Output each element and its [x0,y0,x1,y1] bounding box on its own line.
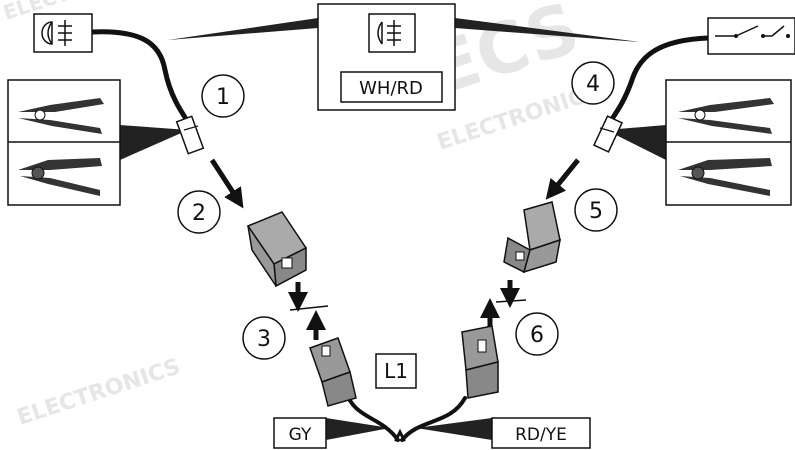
wire-label-gy-box: GY [273,417,327,449]
wire-bottom-right [400,396,467,442]
wire-label-rd-ye: RD/YE [515,425,567,445]
step-number-4: 4 [586,72,600,97]
step-2: 2 [177,190,221,234]
crimping-pliers-icon [18,98,104,134]
watermark-sub-bottom: ELECTRONICS [14,354,183,430]
housing-right-upper [503,201,561,274]
wire-right-top [607,35,711,125]
step-arrows [209,158,580,340]
step-5: 5 [574,188,618,232]
callout-wedges [120,18,666,440]
crimping-pliers-icon [678,98,774,134]
step-1: 1 [201,74,245,118]
wire-label-gy: GY [289,425,312,445]
switch-icon-right [707,17,795,55]
housing-right-lower [461,325,499,399]
step-number-5: 5 [589,199,603,224]
tools-box-right [665,79,792,206]
housing-left-lower [309,337,357,407]
crimping-tool-icon [18,158,102,196]
watermark: ECS ELECTRONICS ELECTRONICS ELECTRONICS [0,0,603,431]
connector-label-box: L1 [375,353,417,389]
wires [89,29,711,442]
mating-lines [289,299,527,311]
terminal-right [592,115,624,153]
connector-label: L1 [384,359,408,383]
wire-left-top [89,29,193,128]
step-number-2: 2 [192,201,206,226]
step-4: 4 [571,61,615,105]
step-number-6: 6 [530,323,544,348]
step-number-1: 1 [216,85,230,110]
fog-lamp-icon-center [368,13,416,53]
crimping-tool-icon [678,158,772,196]
step-6: 6 [515,312,559,356]
center-callout-box: WH/RD [317,3,456,111]
tools-box-left [7,79,121,206]
wire-label-rd-ye-box: RD/YE [491,417,591,449]
terminal-left [175,115,205,155]
step-3: 3 [242,316,286,360]
fog-lamp-icon-left [33,13,93,53]
wire-label-wh-rd: WH/RD [359,78,423,99]
step-number-3: 3 [257,327,271,352]
housing-left-upper [246,211,308,288]
